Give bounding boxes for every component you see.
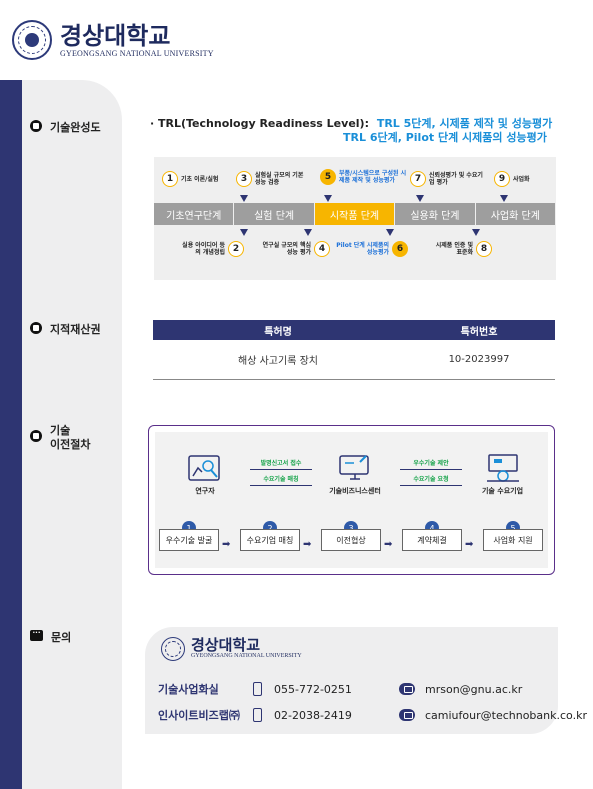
contact-card: 경상대학교 GYEONGSANG NATIONAL UNIVERSITY 기술사… (145, 627, 587, 734)
researcher-icon (188, 455, 220, 481)
arrow-left-icon (250, 485, 312, 486)
transfer-process-box: 연구자 발명신고서 접수 수요기술 매칭 기술비즈니스센터 우수기술 제안 수요… (148, 425, 555, 575)
trl-label: · TRL(Technology Readiness Level): (150, 117, 369, 130)
factory-gear-icon (486, 454, 519, 482)
process-step-4: 계약체결 (402, 529, 462, 551)
stage-practical: 실용화 단계 (395, 203, 476, 225)
university-seal-icon (12, 20, 52, 60)
stage-experiment: 실험 단계 (234, 203, 315, 225)
stage-prototype: 시작품 단계 (314, 203, 396, 225)
contact-row: 인사이트비즈랩㈜ 02-2038-2419 camiufour@technoba… (158, 707, 587, 723)
actor-demand-company: 기술 수요기업 (465, 452, 540, 496)
arrow-right-icon: ➡ (222, 539, 231, 550)
arrow-down-icon (416, 195, 424, 202)
contact-phone[interactable]: 055-772-0251 (274, 682, 352, 696)
table-row: 해상 사고기록 장치 10-2023997 (153, 340, 555, 380)
phone-icon (253, 682, 262, 696)
arrow-left-icon (400, 485, 462, 486)
process-step-3: 이전협상 (321, 529, 381, 551)
arrow-down-icon (472, 229, 480, 236)
patent-name: 해상 사고기록 장치 (238, 356, 318, 367)
page-header: 경상대학교 GYEONGSANG NATIONAL UNIVERSITY (12, 18, 214, 62)
arrow-down-icon (500, 195, 508, 202)
flow-left: 발명신고서 접수 수요기술 매칭 (250, 458, 312, 490)
phone-icon (253, 708, 262, 722)
arrow-down-icon (386, 229, 394, 236)
section-maturity: 기술완성도 (30, 119, 101, 135)
university-brand: 경상대학교 GYEONGSANG NATIONAL UNIVERSITY (60, 20, 214, 58)
arrow-right-icon: ➡ (465, 539, 474, 550)
table-header: 특허명 특허번호 (153, 320, 555, 340)
arrow-down-icon (304, 229, 312, 236)
contact-brand: 경상대학교 GYEONGSANG NATIONAL UNIVERSITY (191, 636, 302, 659)
bullet-icon (30, 120, 42, 132)
brand-korean: 경상대학교 (60, 20, 171, 50)
process-step-2: 수요기업 매칭 (240, 529, 300, 551)
contact-email[interactable]: camiufour@technobank.co.kr (425, 708, 587, 722)
contact-org: 인사이트비즈랩㈜ (158, 709, 240, 722)
arrow-right-icon (400, 469, 462, 470)
trl-stage-bar: 기초연구단계 실험 단계 시작품 단계 실용화 단계 사업화 단계 (154, 203, 557, 225)
patent-table: 특허명 특허번호 해상 사고기록 장치 10-2023997 (153, 320, 555, 380)
actor-tech-business-center: 기술비즈니스센터 (320, 452, 390, 496)
process-step-1: 우수기술 발굴 (159, 529, 219, 551)
trl-line-2: TRL 6단계, Pilot 단계 시제품의 성능평가 (343, 131, 547, 144)
trl-description: · TRL(Technology Readiness Level): TRL 5… (150, 115, 553, 144)
mail-icon (399, 683, 415, 695)
section-ip: 지적재산권 (30, 321, 101, 337)
brand-english: GYEONGSANG NATIONAL UNIVERSITY (60, 48, 214, 58)
computer-icon (339, 455, 369, 480)
section-transfer: 기술 이전절차 (30, 424, 90, 452)
chat-icon: ··· (30, 630, 43, 641)
arrow-right-icon (250, 469, 312, 470)
stage-commercialization: 사업화 단계 (475, 203, 557, 225)
flow-right: 우수기술 제안 수요기술 요청 (400, 458, 462, 490)
arrow-down-icon (240, 229, 248, 236)
actor-researcher: 연구자 (175, 452, 235, 496)
arrow-down-icon (324, 195, 332, 202)
stage-basic-research: 기초연구단계 (154, 203, 235, 225)
arrow-right-icon: ➡ (384, 539, 393, 550)
patent-number: 10-2023997 (448, 354, 510, 365)
contact-org: 기술사업화실 (158, 683, 219, 696)
arrow-down-icon (240, 195, 248, 202)
section-contact: ··· 문의 (30, 629, 71, 645)
contact-email[interactable]: mrson@gnu.ac.kr (425, 682, 523, 696)
contact-row: 기술사업화실 055-772-0251 mrson@gnu.ac.kr (158, 681, 522, 697)
left-accent-bar (0, 80, 22, 789)
university-seal-icon (161, 637, 185, 661)
bullet-icon (30, 430, 42, 442)
mail-icon (399, 709, 415, 721)
trl-line-1: TRL 5단계, 시제품 제작 및 성능평가 (376, 117, 553, 130)
process-step-5: 사업화 지원 (483, 529, 543, 551)
arrow-right-icon: ➡ (303, 539, 312, 550)
contact-phone[interactable]: 02-2038-2419 (274, 708, 352, 722)
bullet-icon (30, 322, 42, 334)
